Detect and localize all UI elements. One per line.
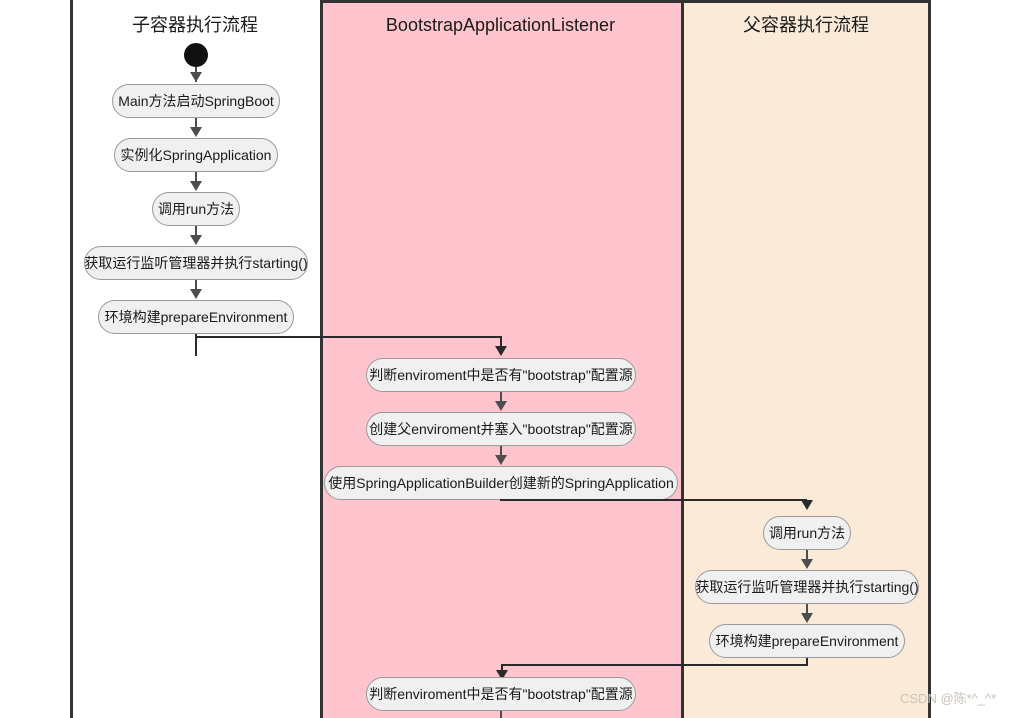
- node-prepare-environment-child[interactable]: 环境构建prepareEnvironment: [98, 300, 294, 334]
- arrow-c1-to-c2: [190, 127, 202, 137]
- node-run-listeners-starting-child[interactable]: 获取运行监听管理器并执行starting(): [84, 246, 308, 280]
- edge-c5-to-m1-enter: [500, 336, 502, 354]
- arrow-m1-to-m2: [495, 401, 507, 411]
- lane-title-child-container: 子容器执行流程: [132, 15, 258, 35]
- edge-p2-to-p3: [806, 604, 808, 620]
- arrow-m2-to-m3: [495, 455, 507, 465]
- arrow-m3-to-p1: [801, 500, 813, 510]
- node-call-run-method-child[interactable]: 调用run方法: [152, 192, 240, 226]
- node-check-bootstrap-source-1[interactable]: 判断enviroment中是否有"bootstrap"配置源: [366, 358, 636, 392]
- node-instantiate-springapplication[interactable]: 实例化SpringApplication: [114, 138, 278, 172]
- arrow-c3-to-c4: [190, 235, 202, 245]
- arrow-start-to-c1: [190, 72, 202, 82]
- arrow-c5-to-m1: [495, 346, 507, 356]
- arrow-p3-to-m4: [496, 670, 508, 680]
- edge-c5-to-m1-across: [195, 336, 501, 338]
- edge-m3-to-p1-across: [500, 499, 807, 501]
- edge-c5-to-m1-down: [195, 334, 197, 356]
- node-run-listeners-starting-parent[interactable]: 获取运行监听管理器并执行starting(): [695, 570, 919, 604]
- edge-c4-to-c5: [195, 280, 197, 296]
- arrow-p1-to-p2: [801, 559, 813, 569]
- arrow-c2-to-c3: [190, 181, 202, 191]
- edge-m4-continue: [500, 711, 502, 718]
- node-call-run-method-parent[interactable]: 调用run方法: [763, 516, 851, 550]
- edge-c3-to-c4: [195, 226, 197, 242]
- arrow-p2-to-p3: [801, 613, 813, 623]
- node-create-parent-environment[interactable]: 创建父enviroment并塞入"bootstrap"配置源: [366, 412, 636, 446]
- node-prepare-environment-parent[interactable]: 环境构建prepareEnvironment: [709, 624, 905, 658]
- node-springapplicationbuilder-create[interactable]: 使用SpringApplicationBuilder创建新的SpringAppl…: [324, 466, 678, 500]
- lane-title-parent-container: 父容器执行流程: [743, 15, 869, 35]
- edge-p3-to-m4-down: [806, 658, 808, 666]
- edge-m2-to-m3: [500, 446, 502, 462]
- node-main-start-springboot[interactable]: Main方法启动SpringBoot: [112, 84, 280, 118]
- edge-p1-to-p2: [806, 550, 808, 566]
- edge-c1-to-c2: [195, 118, 197, 134]
- edge-p3-to-m4-across: [501, 664, 807, 666]
- edge-c2-to-c3: [195, 172, 197, 188]
- edge-m1-to-m2: [500, 392, 502, 408]
- arrow-c4-to-c5: [190, 289, 202, 299]
- start-node: [184, 43, 208, 67]
- lane-title-bootstrap-listener: BootstrapApplicationListener: [385, 15, 616, 35]
- watermark-text: CSDN @陈*^_^*: [900, 691, 997, 706]
- node-check-bootstrap-source-2[interactable]: 判断enviroment中是否有"bootstrap"配置源: [366, 677, 636, 711]
